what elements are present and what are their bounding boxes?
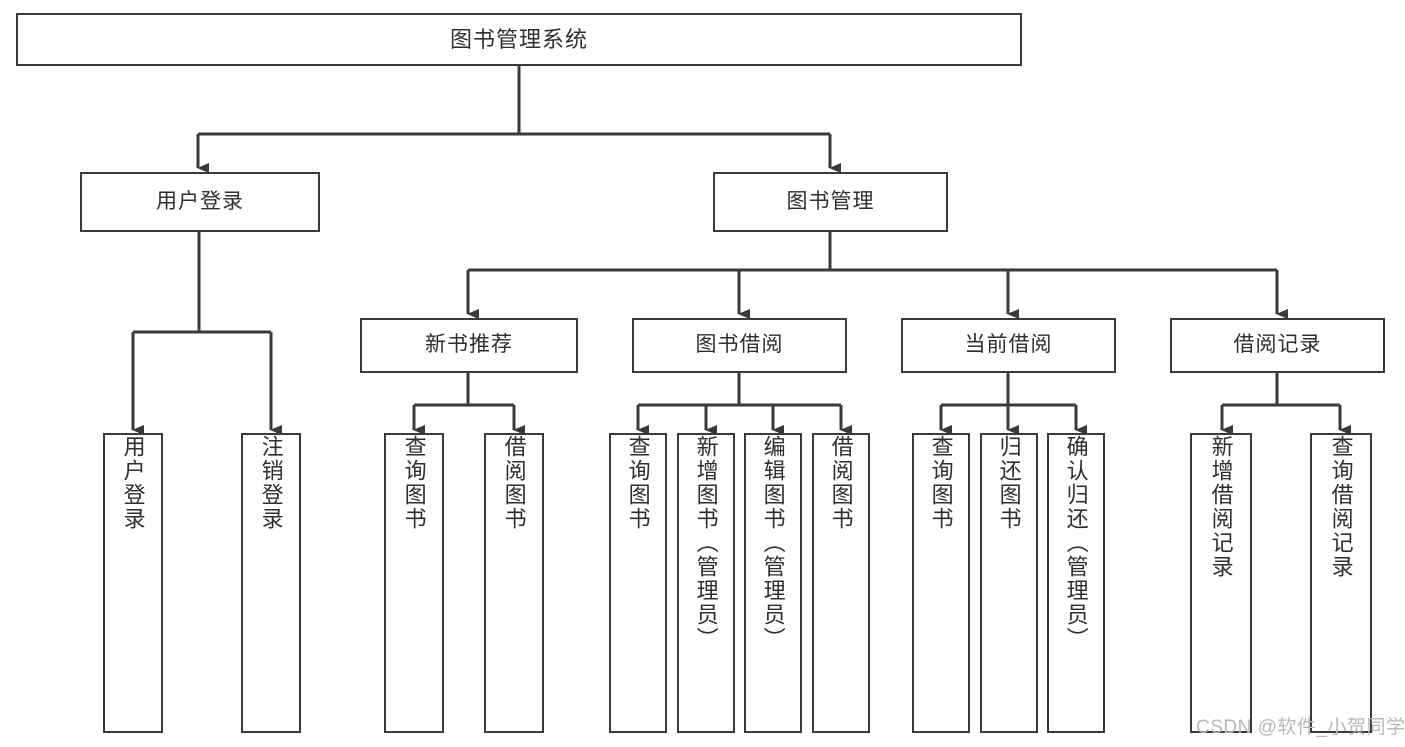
- node-label: 查询图书: [625, 435, 651, 531]
- node-root-system[interactable]: 图书管理系统: [16, 13, 1022, 66]
- node-label: 用户登录: [120, 435, 146, 531]
- csdn-watermark: CSDN @软件_小贺同学: [1196, 717, 1405, 738]
- node-label: 新增借阅记录: [1208, 435, 1234, 579]
- node-label: 用户登录: [156, 189, 244, 213]
- leaf-query-book-current[interactable]: 查询图书: [912, 433, 970, 733]
- leaf-return-book[interactable]: 归还图书: [980, 433, 1038, 733]
- node-label: 归还图书: [996, 435, 1022, 531]
- leaf-borrow-book[interactable]: 借阅图书: [812, 433, 870, 733]
- node-label: 新增图书（管理员）: [693, 435, 719, 651]
- node-label: 图书管理: [786, 189, 875, 213]
- node-label: 图书管理系统: [449, 26, 588, 52]
- node-label: 当前借阅: [964, 333, 1053, 357]
- leaf-add-book[interactable]: 新增图书（管理员）: [677, 433, 735, 733]
- node-label: 查询借阅记录: [1328, 435, 1354, 579]
- leaf-user-login[interactable]: 用户登录: [103, 433, 163, 733]
- leaf-borrow-book-recommend[interactable]: 借阅图书: [484, 433, 544, 733]
- leaf-query-borrow-record[interactable]: 查询借阅记录: [1310, 433, 1372, 733]
- node-label: 借阅图书: [828, 435, 854, 531]
- node-new-book-recommend[interactable]: 新书推荐: [360, 318, 578, 373]
- leaf-user-logout[interactable]: 注销登录: [241, 433, 301, 733]
- leaf-query-book-recommend[interactable]: 查询图书: [384, 433, 444, 733]
- node-book-manage[interactable]: 图书管理: [713, 172, 948, 232]
- node-user-login[interactable]: 用户登录: [80, 172, 320, 232]
- leaf-edit-book[interactable]: 编辑图书（管理员）: [744, 433, 802, 733]
- leaf-confirm-return[interactable]: 确认归还（管理员）: [1047, 433, 1105, 733]
- node-label: 编辑图书（管理员）: [760, 435, 786, 651]
- node-borrow-record[interactable]: 借阅记录: [1170, 318, 1385, 373]
- node-label: 借阅图书: [501, 435, 527, 531]
- leaf-add-borrow-record[interactable]: 新增借阅记录: [1190, 433, 1252, 733]
- node-label: 确认归还（管理员）: [1063, 435, 1089, 651]
- node-current-borrow[interactable]: 当前借阅: [901, 318, 1116, 373]
- node-label: 查询图书: [401, 435, 427, 531]
- node-label: 新书推荐: [425, 333, 513, 357]
- node-label: 查询图书: [928, 435, 954, 531]
- node-book-borrow[interactable]: 图书借阅: [632, 318, 847, 373]
- node-label: 图书借阅: [695, 333, 784, 357]
- node-label: 借阅记录: [1233, 333, 1322, 357]
- leaf-query-book-borrow[interactable]: 查询图书: [609, 433, 667, 733]
- node-label: 注销登录: [258, 435, 284, 531]
